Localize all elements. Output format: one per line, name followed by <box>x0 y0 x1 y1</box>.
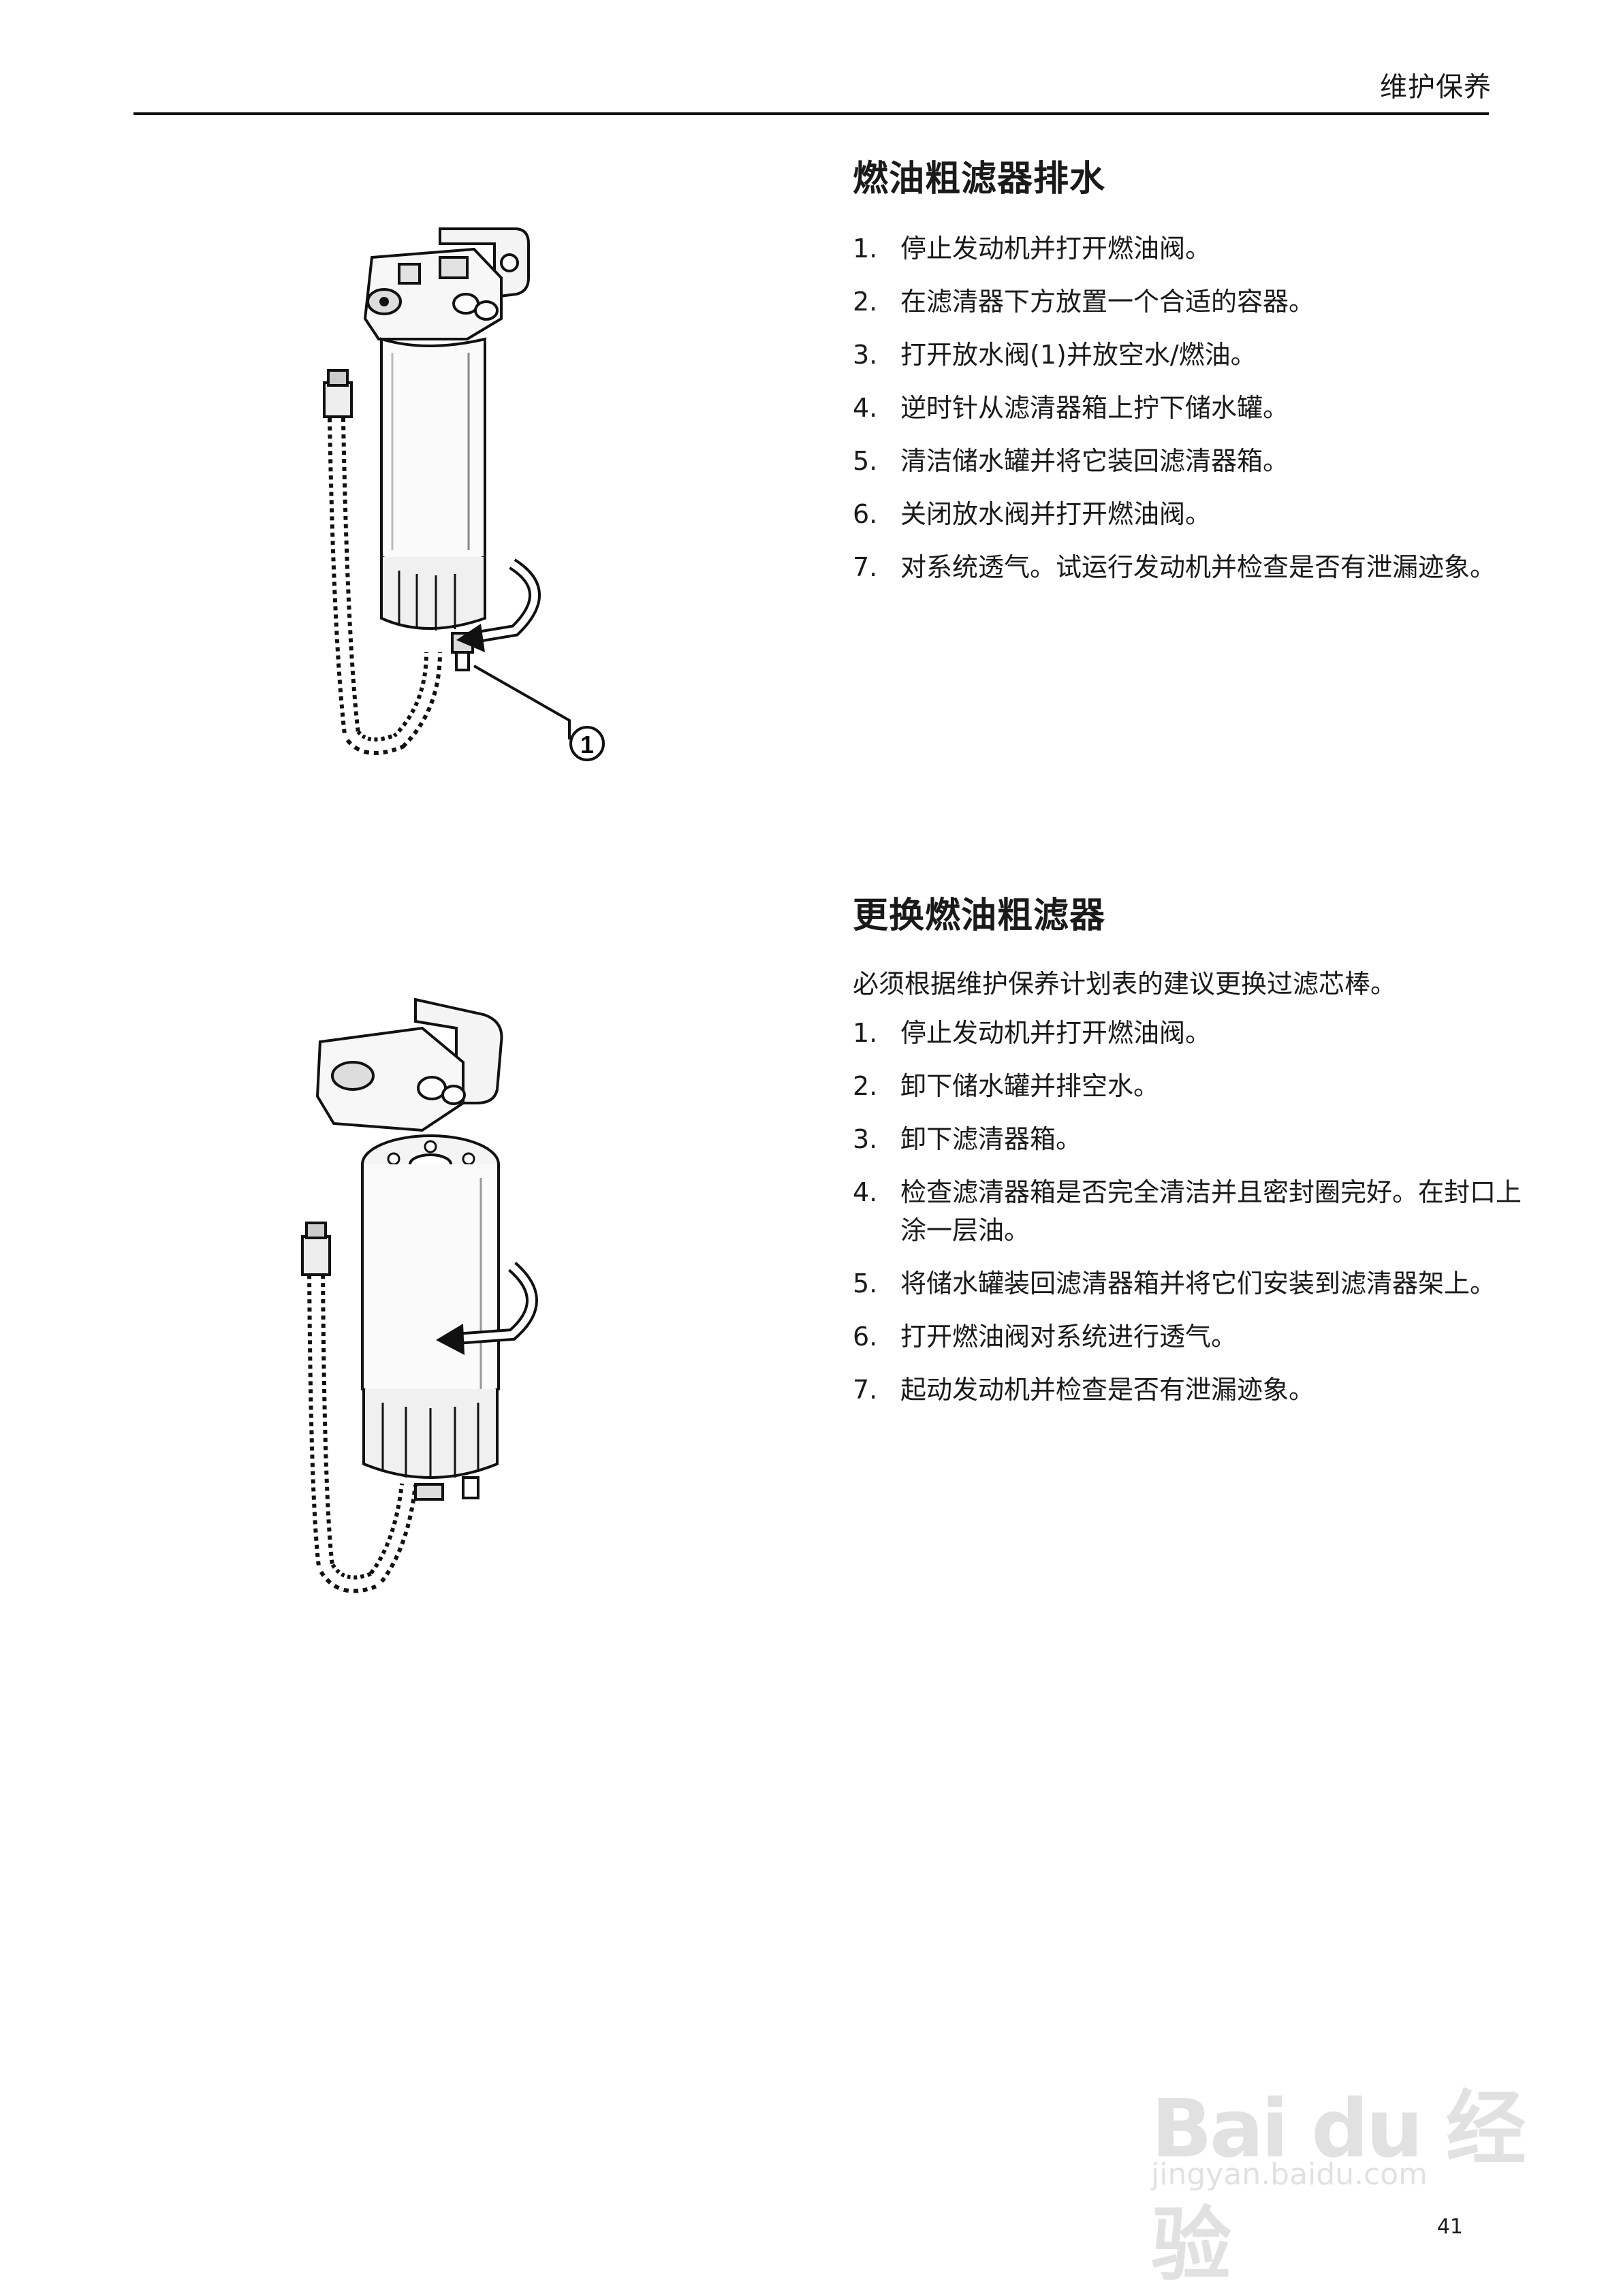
watermark-logo: Bai du 经验 <box>1151 2082 1526 2292</box>
list-item: 1.停止发动机并打开燃油阀。 <box>853 1018 1212 1048</box>
fuel-filter-drain-illustration: 1 <box>323 227 605 761</box>
list-item: 7.对系统透气。试运行发动机并检查是否有泄漏迹象。 <box>853 552 1496 582</box>
section-header-label: 维护保养 <box>1380 71 1492 103</box>
section-title: 更换燃油粗滤器 <box>853 895 1106 936</box>
list-item: 6.关闭放水阀并打开燃油阀。 <box>853 499 1212 529</box>
section-intro: 必须根据维护保养计划表的建议更换过滤芯棒。 <box>853 969 1397 999</box>
watermark-url: jingyan.baidu.com <box>1151 2157 1428 2192</box>
list-item: 7.起动发动机并检查是否有泄漏迹象。 <box>853 1375 1315 1405</box>
drain-valve-callout: 1 <box>580 731 594 759</box>
section-drain-fuel-prefilter: 燃油粗滤器排水 1.停止发动机并打开燃油阀。 2.在滤清器下方放置一个合适的容器… <box>853 150 1534 601</box>
list-item: 3.卸下滤清器箱。 <box>853 1124 1082 1154</box>
list-item: 5.将储水罐装回滤清器箱并将它们安装到滤清器架上。 <box>853 1269 1496 1298</box>
list-item: 4.检查滤清器箱是否完全清洁并且密封圈完好。在封口上涂一层油。 <box>853 1177 1522 1245</box>
list-item: 2.卸下储水罐并排空水。 <box>853 1071 1160 1101</box>
list-item: 1.停止发动机并打开燃油阀。 <box>853 234 1212 264</box>
section-title: 燃油粗滤器排水 <box>853 159 1106 200</box>
list-item: 2.在滤清器下方放置一个合适的容器。 <box>853 287 1315 317</box>
steps-list: 1.停止发动机并打开燃油阀。 2.卸下储水罐并排空水。 3.卸下滤清器箱。 4.… <box>853 1014 1534 1409</box>
list-item: 3.打开放水阀(1)并放空水/燃油。 <box>853 340 1257 370</box>
page-number: 41 <box>1436 2215 1463 2239</box>
steps-list: 1.停止发动机并打开燃油阀。 2.在滤清器下方放置一个合适的容器。 3.打开放水… <box>853 229 1534 586</box>
baidu-jingyan-watermark: Bai du 经验 jingyan.baidu.com <box>1151 2063 1532 2292</box>
fuel-filter-replacement-illustration <box>301 998 538 1593</box>
list-item: 5.清洁储水罐并将它装回滤清器箱。 <box>853 446 1289 476</box>
header-rule <box>133 112 1489 115</box>
list-item: 4.逆时针从滤清器箱上拧下储水罐。 <box>853 393 1289 423</box>
section-replace-fuel-prefilter: 更换燃油粗滤器 必须根据维护保养计划表的建议更换过滤芯棒。 1.停止发动机并打开… <box>853 887 1534 1424</box>
list-item: 6.打开燃油阀对系统进行透气。 <box>853 1322 1238 1352</box>
